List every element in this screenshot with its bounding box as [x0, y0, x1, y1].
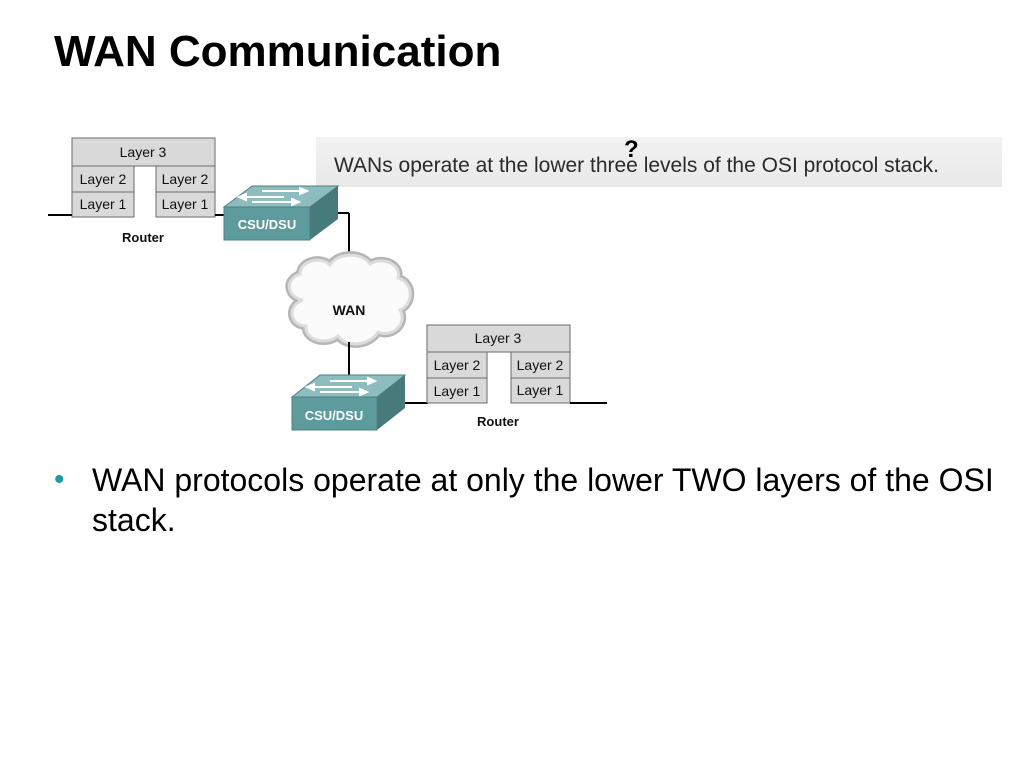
bullet-item: • WAN protocols operate at only the lowe…: [54, 460, 1004, 540]
wan-cloud-label: WAN: [333, 302, 366, 318]
router-a-layer1-right: Layer 1: [162, 196, 209, 212]
caption-band: [316, 137, 1002, 187]
router-b-stack: Layer 3 Layer 2 Layer 1 Layer 2 Layer 1 …: [426, 324, 571, 429]
question-mark: ?: [624, 136, 639, 163]
router-b-layer2-left: Layer 2: [434, 357, 481, 373]
csu-dsu-b-label: CSU/DSU: [305, 408, 364, 423]
router-b-layer2-right: Layer 2: [517, 357, 564, 373]
caption-text: WANs operate at the lower three levels o…: [334, 154, 940, 177]
bullet-dot-icon: •: [54, 463, 65, 496]
router-b-layer1-left: Layer 1: [434, 383, 481, 399]
router-a-layer3: Layer 3: [120, 144, 167, 160]
csu-dsu-a: CSU/DSU: [222, 185, 340, 241]
csu-dsu-b: CSU/DSU: [290, 374, 407, 431]
router-a-layer1-left: Layer 1: [80, 196, 127, 212]
router-a-layer2-left: Layer 2: [80, 171, 127, 187]
wan-cloud: WAN: [285, 251, 415, 348]
csu-dsu-a-label: CSU/DSU: [238, 217, 297, 232]
router-b-layer1-right: Layer 1: [517, 382, 564, 398]
router-b-label: Router: [477, 414, 519, 429]
router-a-stack: Layer 3 Layer 2 Layer 1 Layer 2 Layer 1 …: [71, 137, 216, 245]
bullet-text: WAN protocols operate at only the lower …: [92, 462, 994, 538]
slide-title: WAN Communication: [54, 27, 502, 76]
router-a-label: Router: [122, 230, 164, 245]
router-a-layer2-right: Layer 2: [162, 171, 209, 187]
router-b-layer3: Layer 3: [475, 330, 522, 346]
